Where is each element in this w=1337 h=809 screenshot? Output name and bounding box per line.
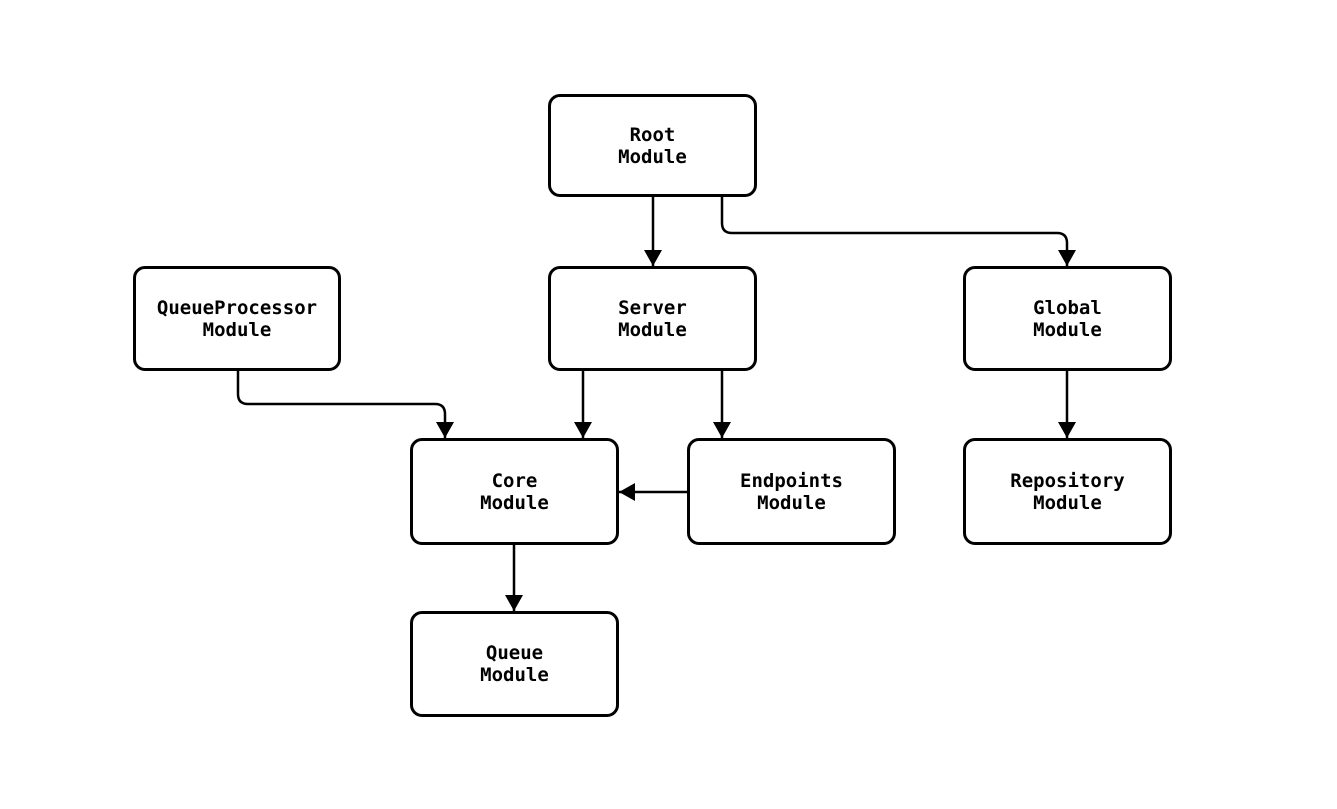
- node-label-line1: Core: [491, 469, 538, 492]
- node-server-module[interactable]: Server Module: [548, 266, 757, 371]
- node-global-module[interactable]: Global Module: [963, 266, 1172, 371]
- node-label-line2: Module: [618, 318, 687, 341]
- node-label-line2: Module: [202, 318, 272, 341]
- node-label-line2: Module: [480, 664, 549, 686]
- node-label-line1: QueueProcessor: [156, 296, 318, 319]
- node-label-line2: Module: [618, 145, 687, 168]
- node-queue-module[interactable]: Queue Module: [410, 611, 619, 717]
- node-label-line1: Root: [629, 123, 676, 146]
- node-endpoints-module[interactable]: Endpoints Module: [687, 438, 896, 545]
- node-label-line1: Endpoints: [740, 469, 843, 492]
- node-repository-module[interactable]: Repository Module: [963, 438, 1172, 545]
- node-queueprocessor-module[interactable]: QueueProcessor Module: [133, 266, 341, 371]
- node-label-line2: Module: [480, 491, 549, 514]
- node-label-line2: Module: [1033, 318, 1102, 341]
- node-core-module[interactable]: Core Module: [410, 438, 619, 545]
- node-root-module[interactable]: Root Module: [548, 94, 757, 197]
- node-label-line1: Queue: [485, 642, 544, 664]
- node-label-line2: Module: [1033, 491, 1102, 514]
- node-label-line1: Repository: [1010, 469, 1125, 492]
- node-label-line1: Global: [1033, 296, 1102, 319]
- edge-queueprocessor-to-core: [236, 371, 454, 438]
- node-label-line2: Module: [757, 491, 826, 514]
- node-label-line1: Server: [618, 296, 687, 319]
- edge-root-to-global: [720, 197, 1076, 266]
